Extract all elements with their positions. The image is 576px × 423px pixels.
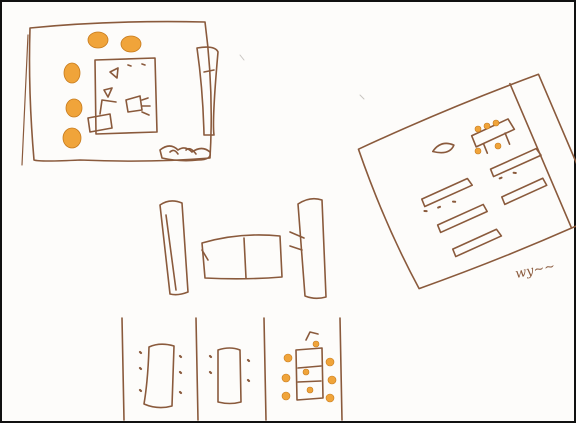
bottom-sketch <box>122 318 342 420</box>
column <box>197 47 218 135</box>
faint-marks <box>240 55 364 99</box>
orange-people-bottom <box>282 341 336 402</box>
middle-sketch <box>160 199 326 299</box>
handwritten-scribble: wy~~ <box>514 259 557 282</box>
inner-table <box>95 58 157 134</box>
panel-top-left <box>22 22 218 165</box>
panel-top-right <box>356 71 576 292</box>
